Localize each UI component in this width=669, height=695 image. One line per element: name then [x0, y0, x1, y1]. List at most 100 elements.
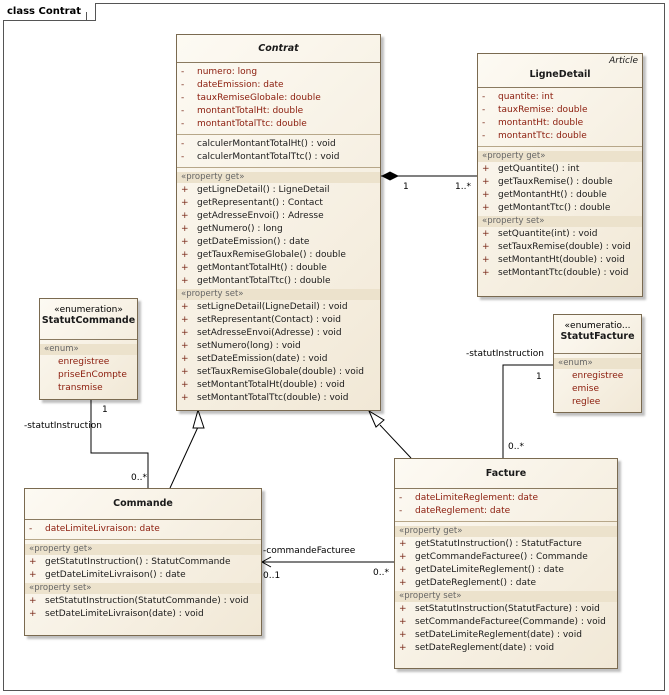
stereotype-label: «enumeratio...: [564, 321, 631, 331]
operation-text: setRepresentant(Contact) : void: [197, 315, 341, 325]
visibility-marker: -: [482, 105, 486, 115]
operation-text: setNumero(long) : void: [197, 341, 301, 351]
visibility-marker: +: [399, 630, 407, 640]
class-facture[interactable]: Facture -dateLimiteReglement: date-dateR…: [394, 458, 618, 669]
attribute-row: -dateReglement: date: [395, 505, 617, 518]
class-header: «enumeratio... StatutFacture: [554, 315, 641, 354]
operation-row: +setAdresseEnvoi(Adresse) : void: [177, 327, 380, 340]
operation-row: +getMontantHt() : double: [478, 189, 642, 202]
attribute-row: -tauxRemise: double: [478, 104, 642, 117]
visibility-marker: -: [181, 67, 185, 77]
visibility-marker: +: [399, 578, 407, 588]
operation-text: setAdresseEnvoi(Adresse) : void: [197, 328, 342, 338]
attribute-text: montantTotalHt: double: [197, 106, 304, 116]
visibility-marker: +: [181, 367, 189, 377]
visibility-marker: +: [181, 211, 189, 221]
operation-row: + getDateReglement() : date: [395, 577, 617, 590]
operation-text: setMontantTotalHt(double) : void: [197, 380, 345, 390]
visibility-marker: +: [181, 302, 189, 312]
operation-row: + setCommandeFacturee(Commande) : void: [395, 616, 617, 629]
visibility-marker: -: [181, 80, 185, 90]
visibility-marker: +: [181, 237, 189, 247]
attribute-row: -montantTtc: double: [478, 130, 642, 143]
visibility-marker: -: [29, 524, 33, 534]
visibility-marker: -: [181, 152, 185, 162]
diagram-frame: [3, 3, 665, 691]
operation-row: + getDateLimiteReglement() : date: [395, 564, 617, 577]
visibility-marker: +: [29, 609, 37, 619]
operation-row: +getMontantTotalHt() : double: [177, 262, 380, 275]
properties-compartment: «property get»+getStatutInstruction() : …: [395, 522, 617, 658]
visibility-marker: +: [482, 190, 490, 200]
operation-text: getMontantTotalHt() : double: [197, 263, 327, 273]
operation-row: +setDateLimiteReglement(date) : void: [395, 629, 617, 642]
visibility-marker: +: [181, 315, 189, 325]
class-name: Facture: [485, 468, 527, 479]
operation-row: +getAdresseEnvoi() : Adresse: [177, 210, 380, 223]
attribute-row: -montantHt: double: [478, 117, 642, 130]
section-stereotype: «property get»: [478, 151, 642, 162]
operation-text: setMontantTotalTtc(double) : void: [197, 393, 349, 403]
stereotype-label: «enumeration»: [54, 305, 123, 315]
operation-text: setCommandeFacturee(Commande) : void: [415, 617, 606, 627]
attribute-row: - dateEmission: date: [177, 79, 380, 92]
visibility-marker: -: [482, 92, 486, 102]
enum-literal: priseEnCompte: [58, 370, 127, 380]
visibility-marker: +: [399, 617, 407, 627]
operation-text: getLigneDetail() : LigneDetail: [197, 185, 330, 195]
visibility-marker: +: [399, 565, 407, 575]
visibility-marker: +: [29, 596, 37, 606]
class-ligne-detail[interactable]: Article LigneDetail -quantite: int-tauxR…: [477, 53, 643, 297]
operation-text: getNumero() : long: [197, 224, 283, 234]
operation-text: setStatutInstruction(StatutFacture) : vo…: [415, 604, 600, 614]
operation-text: getDateLimiteReglement() : date: [415, 565, 564, 575]
operation-text: getDateEmission() : date: [197, 237, 310, 247]
visibility-marker: +: [29, 557, 37, 567]
operation-row: + getDateEmission() : date: [177, 236, 380, 249]
class-name: Commande: [113, 498, 173, 509]
operations-compartment: -calculerMontantTotalHt() : void-calcule…: [177, 135, 380, 168]
operation-text: setLigneDetail(LigneDetail) : void: [197, 302, 348, 312]
operation-text: calculerMontantTotalHt() : void: [197, 139, 336, 149]
operation-text: getStatutInstruction() : StatutCommande: [45, 557, 231, 567]
generalization-commande-arrow: [192, 408, 205, 429]
operation-text: getRepresentant() : Contact: [197, 198, 323, 208]
attribute-row: -montantTotalTtc: double: [177, 118, 380, 131]
operation-row: +setMontantTotalHt(double) : void: [177, 379, 380, 392]
visibility-marker: -: [399, 493, 403, 503]
operation-row: +setTauxRemise(double) : void: [478, 241, 642, 254]
attribute-text: dateReglement: date: [415, 506, 511, 516]
class-header: Commande: [25, 489, 261, 520]
enum-statut-commande[interactable]: «enumeration» StatutCommande «enum»enreg…: [39, 298, 138, 400]
properties-compartment: «property get»+getLigneDetail() : LigneD…: [177, 168, 380, 408]
attribute-text: dateEmission: date: [197, 80, 284, 90]
operation-row: + setRepresentant(Contact) : void: [177, 314, 380, 327]
class-contrat[interactable]: Contrat -numero: long-dateEmission: date…: [176, 34, 381, 411]
properties-compartment: «property get»+getStatutInstruction() : …: [25, 540, 261, 624]
operation-row: +getTauxRemiseGlobale() : double: [177, 249, 380, 262]
attribute-text: quantite: int: [498, 92, 554, 102]
visibility-marker: +: [482, 177, 490, 187]
composition-diamond: [381, 171, 399, 181]
attributes-compartment: -numero: long-dateEmission: date-tauxRem…: [177, 63, 380, 135]
operation-row: +setDateLimiteLivraison(date) : void: [25, 608, 261, 621]
visibility-marker: +: [181, 250, 189, 260]
operation-row: + setLigneDetail(LigneDetail) : void: [177, 301, 380, 314]
operation-row: +getDateLimiteLivraison() : date: [25, 569, 261, 582]
visibility-marker: -: [181, 119, 185, 129]
class-commande[interactable]: Commande - dateLimiteLivraison: date «pro…: [24, 488, 262, 636]
operation-row: + getTauxRemise() : double: [478, 176, 642, 189]
commande-facturee-arrowhead: [260, 556, 272, 568]
attribute-text: dateLimiteLivraison: date: [45, 524, 160, 534]
visibility-marker: +: [181, 354, 189, 364]
operation-text: getDateReglement() : date: [415, 578, 537, 588]
operation-text: getStatutInstruction() : StatutFacture: [415, 539, 582, 549]
operation-row: +setTauxRemiseGlobale(double) : void: [177, 366, 380, 379]
operation-row: +getCommandeFacturee() : Commande: [395, 551, 617, 564]
operation-text: setDateEmission(date) : void: [197, 354, 328, 364]
operation-text: getTauxRemise() : double: [498, 177, 613, 187]
class-name: Contrat: [258, 43, 299, 54]
attribute-row: - dateLimiteLivraison: date: [25, 523, 261, 536]
enum-statut-facture[interactable]: «enumeratio... StatutFacture «enum»enreg…: [553, 314, 642, 413]
